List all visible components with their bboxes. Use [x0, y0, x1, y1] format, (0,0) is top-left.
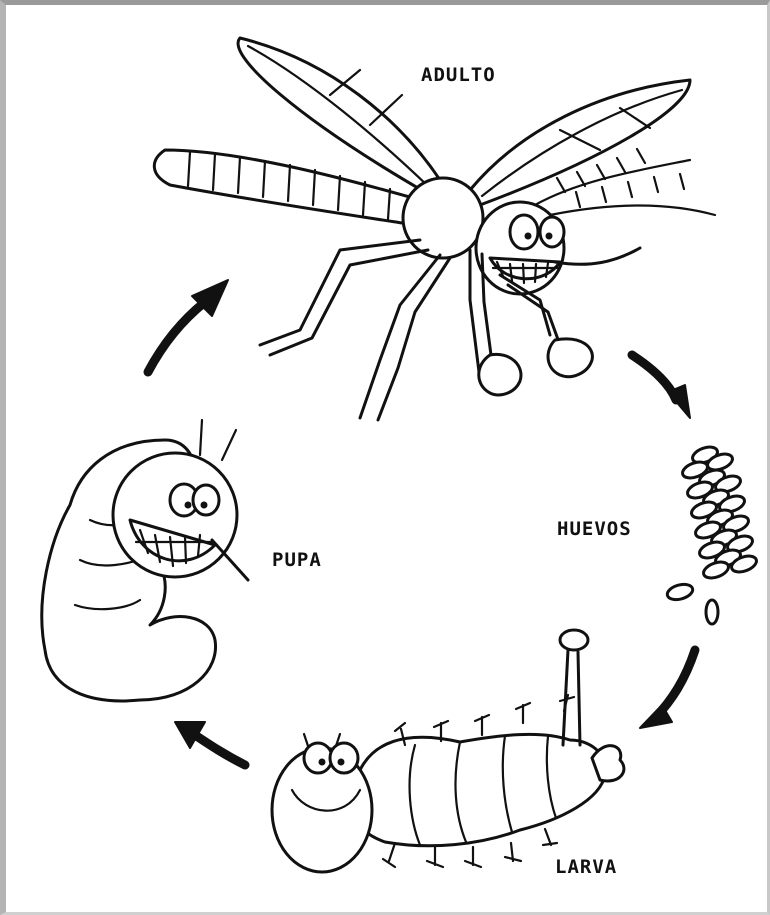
pupa-illustration	[42, 420, 248, 701]
adult-mosquito-illustration	[154, 38, 715, 420]
label-eggs: HUEVOS	[557, 518, 632, 540]
arrow-adult-to-eggs	[632, 355, 690, 418]
larva-illustration	[272, 630, 624, 872]
egg	[701, 559, 730, 581]
eggs-illustration	[666, 444, 759, 624]
label-adult: ADULTO	[421, 64, 496, 86]
arrow-pupa-to-adult	[148, 280, 228, 372]
label-larva: LARVA	[555, 856, 617, 878]
label-pupa: PUPA	[272, 549, 322, 571]
arrow-eggs-to-larva	[640, 650, 695, 728]
arrow-larva-to-pupa	[175, 722, 245, 765]
